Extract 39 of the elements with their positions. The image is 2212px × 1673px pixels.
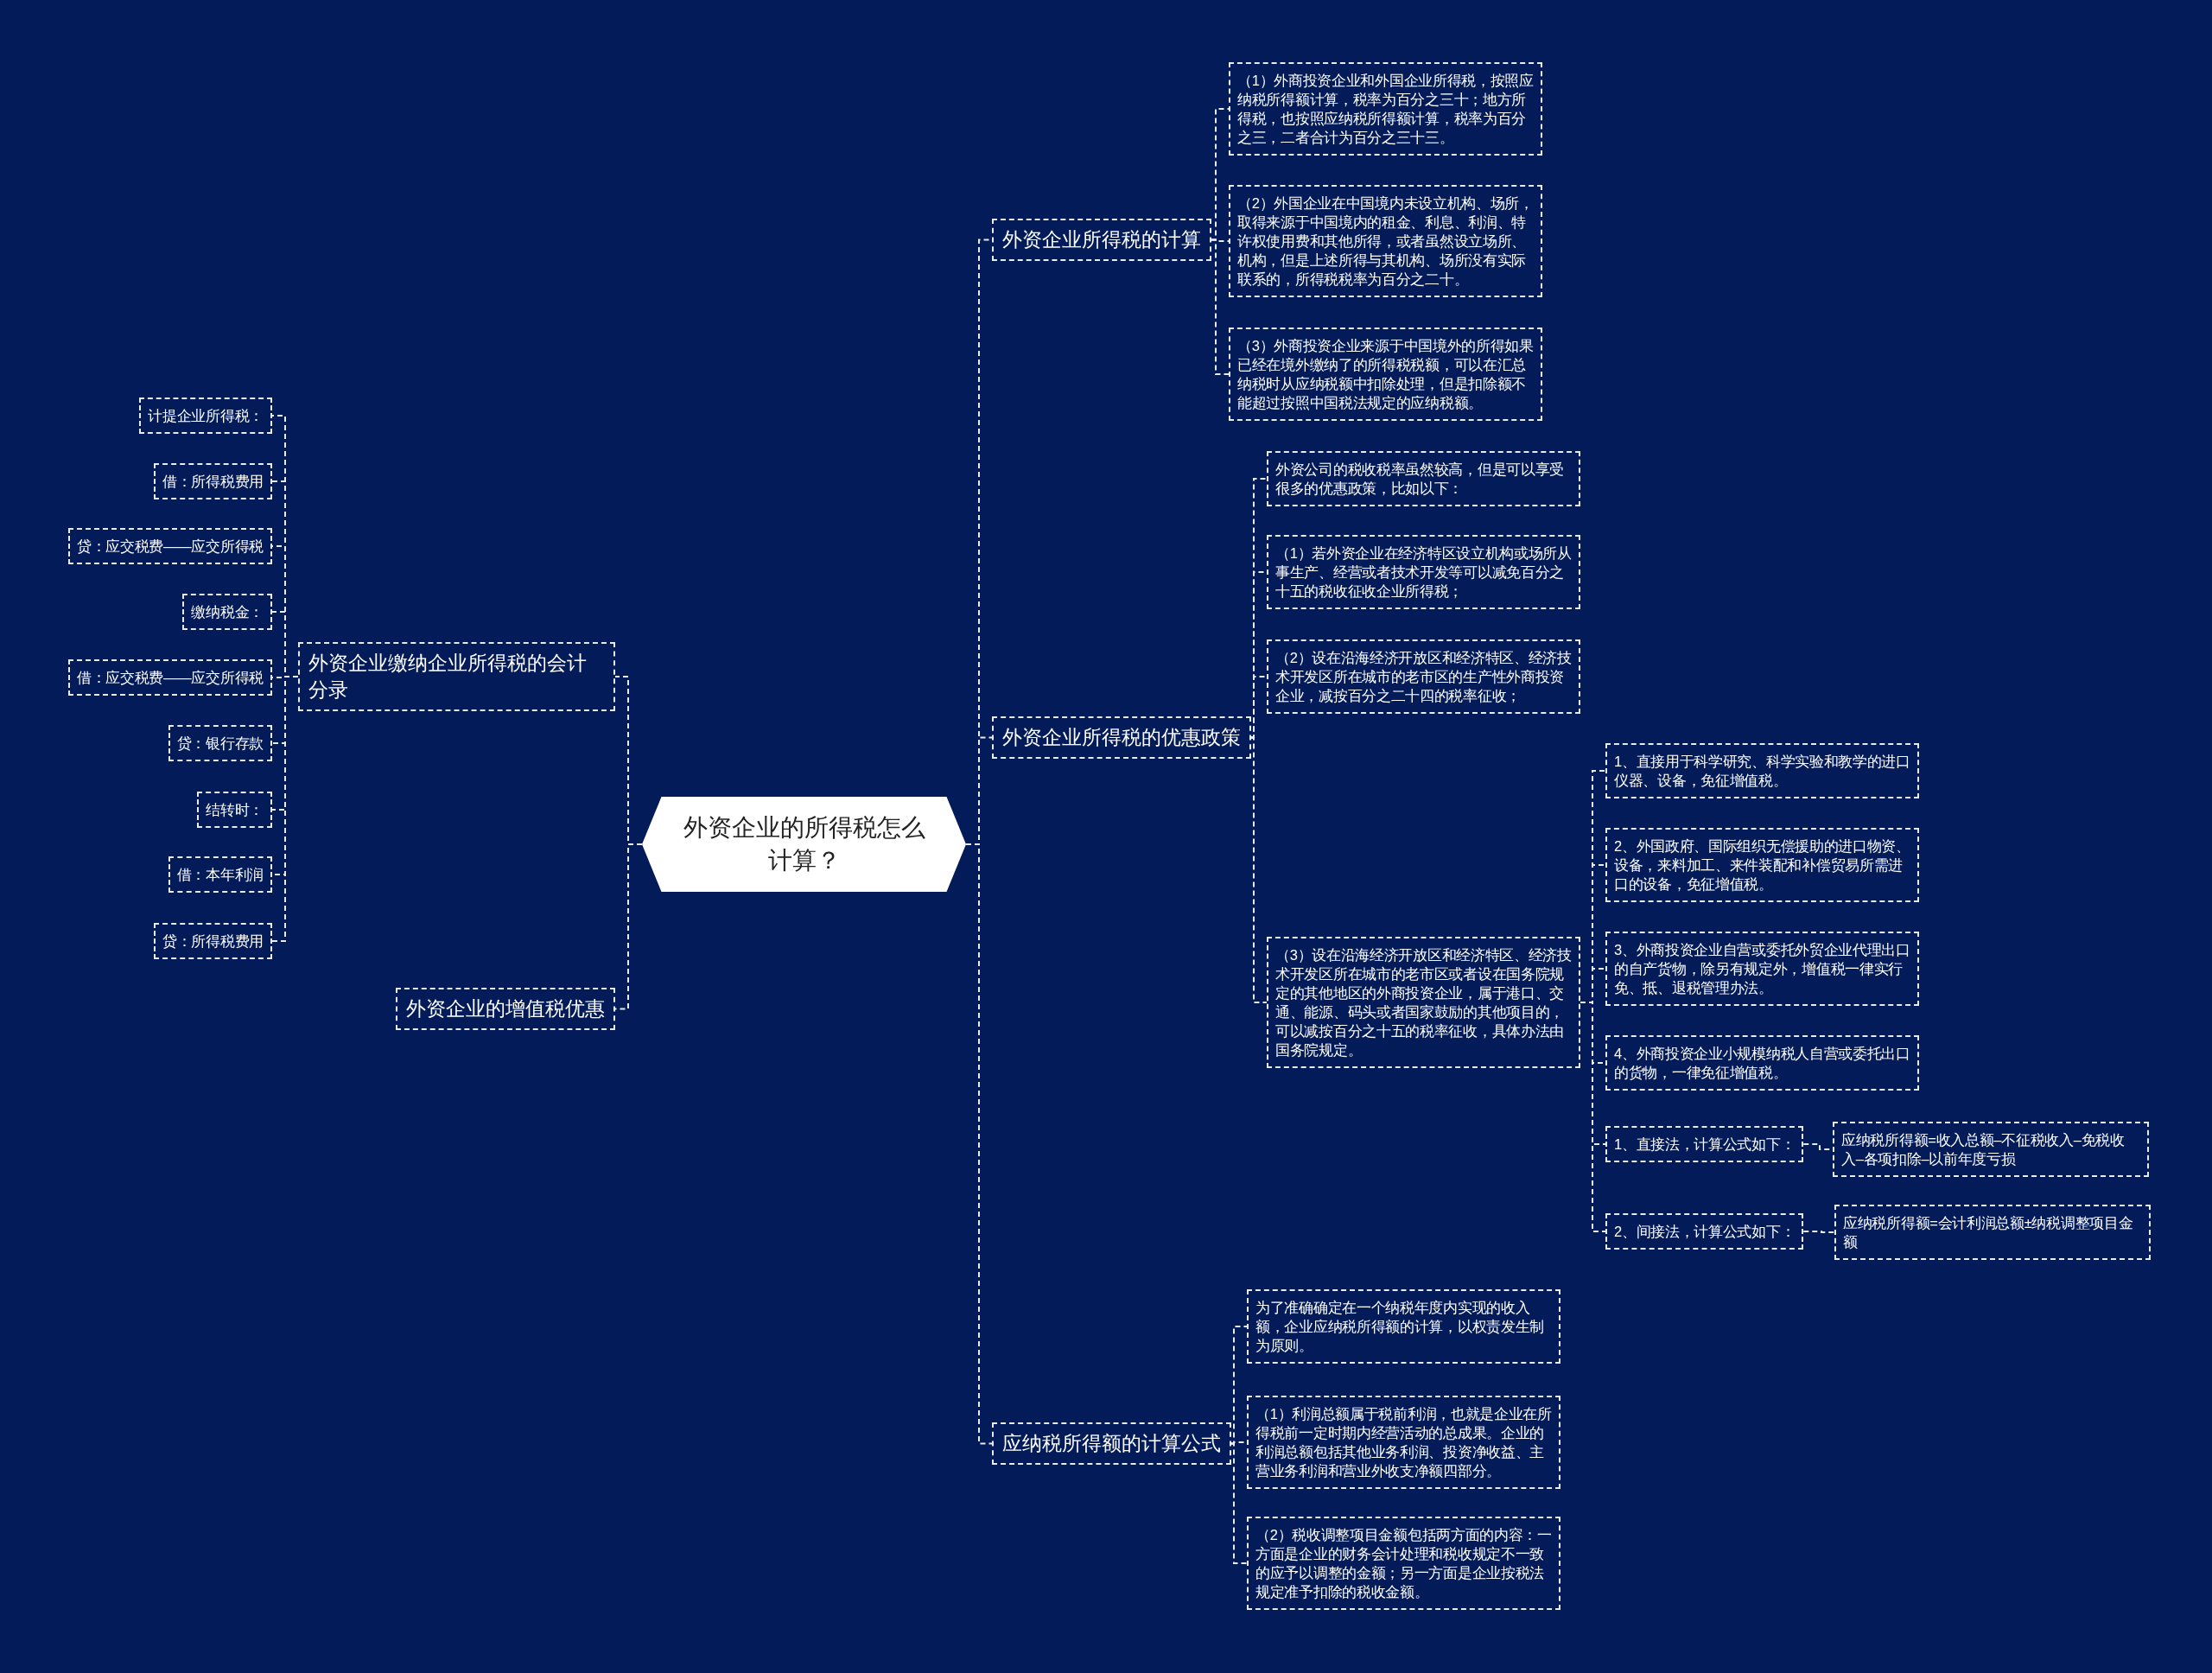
note-box: 应纳税所得额=会计利润总额±纳税调整项目金额 bbox=[1834, 1205, 2151, 1260]
note-box: （2）税收调整项目金额包括两方面的内容：一方面是企业的财务会计处理和税收规定不一致的应予以调整的金额；另一方面是企业按税法规定准予扣除的税收金额。 bbox=[1247, 1517, 1560, 1610]
note-box: （1）利润总额属于税前利润，也就是企业在所得税前一定时期内经营活动的总成果。企业的利润总额包括其他业务利润、投资净收益、主营业务利润和营业外收支净额四部分。 bbox=[1247, 1396, 1560, 1489]
note-box: （2）外国企业在中国境内未设立机构、场所，取得来源于中国境内的租金、利息、利润、特许权使用费和其他所得，或者虽然设立场所、机构，但是上述所得与其机构、场所没有实际联系的，所得税税率为百分之二十。 bbox=[1229, 185, 1542, 297]
connector-line bbox=[1211, 239, 1230, 375]
connector-line bbox=[1230, 1442, 1248, 1564]
topic-box: 外资企业所得税的计算 bbox=[992, 219, 1211, 261]
connector-line bbox=[1802, 1231, 1835, 1233]
topic-box: 外资企业的增值税优惠 bbox=[396, 988, 615, 1030]
note-box: 缴纳税金： bbox=[182, 594, 272, 630]
note-box: 贷：应交税费——应交所得税 bbox=[67, 528, 272, 564]
note-box: 借：本年利润 bbox=[168, 856, 272, 893]
note-box: 2、间接法，计算公式如下： bbox=[1605, 1213, 1804, 1250]
note-box: （3）外商投资企业来源于中国境外的所得如果已经在境外缴纳了的所得税税额，可以在汇总纳税时从应纳税额中扣除处理，但是扣除额不能超过按照中国税法规定的应纳税额。 bbox=[1229, 328, 1542, 421]
connector-line bbox=[1250, 736, 1268, 1003]
note-box: 结转时： bbox=[197, 792, 272, 828]
note-box: （2）设在沿海经济开放区和经济特区、经济技术开发区所在城市的老市区的生产性外商投资企业，减按百分之二十四的税率征收； bbox=[1267, 639, 1580, 714]
note-box: （1）若外资企业在经济特区设立机构或场所从事生产、经营或者技术开发等可以减免百分之十五的税收征收企业所得税； bbox=[1267, 535, 1580, 609]
note-box: 为了准确确定在一个纳税年度内实现的收入额，企业应纳税所得额的计算，以权责发生制为原则。 bbox=[1247, 1289, 1560, 1364]
note-box: （1）外商投资企业和外国企业所得税，按照应纳税所得额计算，税率为百分之三十；地方所得税，也按照应纳税所得额计算，税率为百分之三，二者合计为百分之三十三。 bbox=[1229, 62, 1542, 156]
note-box: 4、外商投资企业小规模纳税人自营或委托出口的货物，一律免征增值税。 bbox=[1605, 1035, 1919, 1091]
note-box: 1、直接法，计算公式如下： bbox=[1605, 1126, 1804, 1162]
topic-box: 外资企业缴纳企业所得税的会计分录 bbox=[298, 642, 615, 711]
note-box: 贷：所得税费用 bbox=[154, 923, 272, 959]
note-box: 借：应交税费——应交所得税 bbox=[67, 659, 272, 696]
note-box: 计提企业所得税： bbox=[139, 398, 272, 434]
topic-box: 应纳税所得额的计算公式 bbox=[992, 1422, 1231, 1465]
note-box: 1、直接用于科学研究、科学实验和教学的进口仪器、设备，免征增值税。 bbox=[1605, 743, 1919, 798]
connector-line bbox=[271, 676, 299, 942]
note-box: 借：所得税费用 bbox=[154, 463, 272, 499]
connector-line bbox=[1580, 1002, 1606, 1232]
note-box: 贷：银行存款 bbox=[168, 725, 272, 761]
topic-box: 外资企业所得税的优惠政策 bbox=[992, 716, 1251, 759]
note-box: （3）设在沿海经济开放区和经济特区、经济技术开发区所在城市的老市区或者设在国务院规定的其他地区的外商投资企业，属于港口、交通、能源、码头或者国家鼓励的其他项目的，可以减按百分之十五的税率征收，具体办法由国务院规定。 bbox=[1267, 937, 1580, 1068]
note-box: 2、外国政府、国际组织无偿援助的进口物资、设备，来料加工、来件装配和补偿贸易所需进口的设备，免征增值税。 bbox=[1605, 828, 1919, 902]
note-box: 外资公司的税收税率虽然较高，但是可以享受很多的优惠政策，比如以下： bbox=[1267, 451, 1580, 506]
note-box: 3、外商投资企业自营或委托外贸企业代理出口的自产货物，除另有规定外，增值税一律实行免、抵、退税管理办法。 bbox=[1605, 932, 1919, 1006]
note-box: 应纳税所得额=收入总额–不征税收入–免税收入–各项扣除–以前年度亏损 bbox=[1833, 1122, 2149, 1177]
central-topic: 外资企业的所得税怎么计算？ bbox=[642, 797, 966, 892]
